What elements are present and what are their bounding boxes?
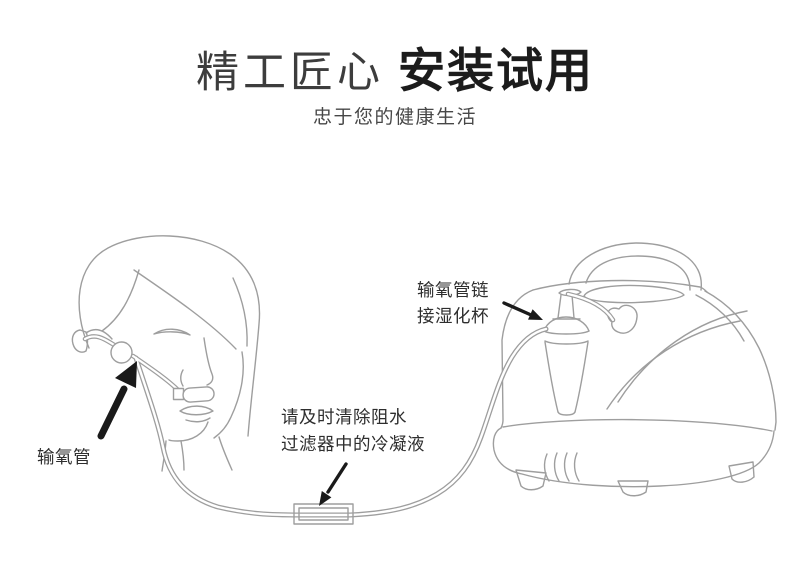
neck-mid — [180, 440, 185, 471]
oxygen-tube-label: 输氧管 — [37, 447, 91, 467]
humidifier-cup-bottom — [557, 411, 576, 416]
device-foot-right — [728, 461, 755, 483]
filter-box-outer — [293, 503, 354, 525]
cup-neck-left — [557, 294, 562, 319]
humidifier-label: 输氧管链 接湿化杯 — [417, 277, 489, 329]
humidifier-label-line1: 输氧管链 — [417, 280, 489, 300]
device-handle-outer — [568, 242, 703, 291]
device-top-recess — [583, 284, 685, 304]
nasal-cannula — [182, 386, 215, 403]
device-body-left — [500, 289, 534, 429]
device-base-outline — [492, 427, 775, 488]
filter-box-inner — [298, 507, 349, 521]
hair-inner-right — [232, 277, 248, 347]
humidifier-cup-lid — [543, 316, 590, 332]
device-shoulder-line — [695, 294, 745, 342]
device-swoosh-a — [617, 310, 748, 403]
nostril-accent — [180, 369, 184, 387]
filter-label: 请及时清除阻水 过滤器中的冷凝液 — [281, 404, 425, 457]
page-title-bold: 安装试用 — [398, 44, 594, 97]
main-tube-inner — [134, 327, 548, 517]
lower-lip — [185, 417, 211, 423]
nasal-cannula-group — [110, 341, 215, 403]
filter-label-line2: 过滤器中的冷凝液 — [281, 433, 425, 454]
device-handle-inner — [585, 255, 691, 291]
device-body-right — [704, 290, 777, 431]
humidifier-cup-band — [544, 340, 589, 345]
eyebrow — [153, 328, 191, 336]
hair-fringe — [133, 269, 237, 350]
hair-wave-above-ear — [85, 329, 113, 340]
page-title: 精工匠心安装试用 — [0, 44, 790, 97]
device-foot-middle — [617, 480, 649, 497]
filter-label-line1: 请及时清除阻水 — [281, 407, 407, 427]
chin-jaw — [168, 421, 209, 442]
upper-lip — [179, 405, 214, 416]
vent-slash-1 — [543, 453, 550, 482]
vent-slash-3 — [563, 452, 570, 482]
oxygen-concentrator-illustration — [492, 242, 777, 497]
humidifier-cup-cone-left — [544, 341, 559, 413]
arrow-filter-icon — [319, 462, 348, 506]
device-base-seam — [502, 418, 773, 432]
arrow-humidifier-icon — [502, 301, 543, 320]
humidifier-label-line2: 接湿化杯 — [417, 306, 489, 326]
hair-outline — [78, 235, 261, 437]
device-foot-left — [515, 469, 547, 491]
humidifier-cup-rim — [543, 330, 590, 335]
hairline-left — [101, 269, 140, 332]
arrow-oxygen-tube-icon — [97, 361, 137, 440]
page-title-light: 精工匠心 — [196, 49, 384, 97]
filter-box — [293, 503, 354, 525]
device-swoosh-b — [606, 320, 741, 410]
vent-slash-2 — [553, 452, 560, 482]
device-top-tube-outer — [565, 291, 616, 323]
vent-slash-4 — [573, 452, 580, 482]
cup-neck-right — [571, 294, 575, 319]
cannula-connector — [172, 387, 185, 401]
tube-outlet-opening — [558, 288, 582, 297]
device-top-edge — [532, 279, 708, 293]
neck-back — [218, 436, 233, 471]
tube-inlet-connector — [607, 304, 638, 334]
cheek-far-edge — [213, 351, 244, 439]
page-subtitle: 忠于您的健康生活 — [312, 106, 477, 128]
device-top-tube-inner — [566, 292, 615, 322]
ear-loop — [110, 341, 133, 364]
callout-arrows — [97, 301, 543, 506]
humidifier-cup-cone-right — [574, 341, 589, 413]
header: 精工匠心安装试用 忠于您的健康生活 — [0, 44, 790, 128]
nose-bridge — [203, 337, 214, 386]
